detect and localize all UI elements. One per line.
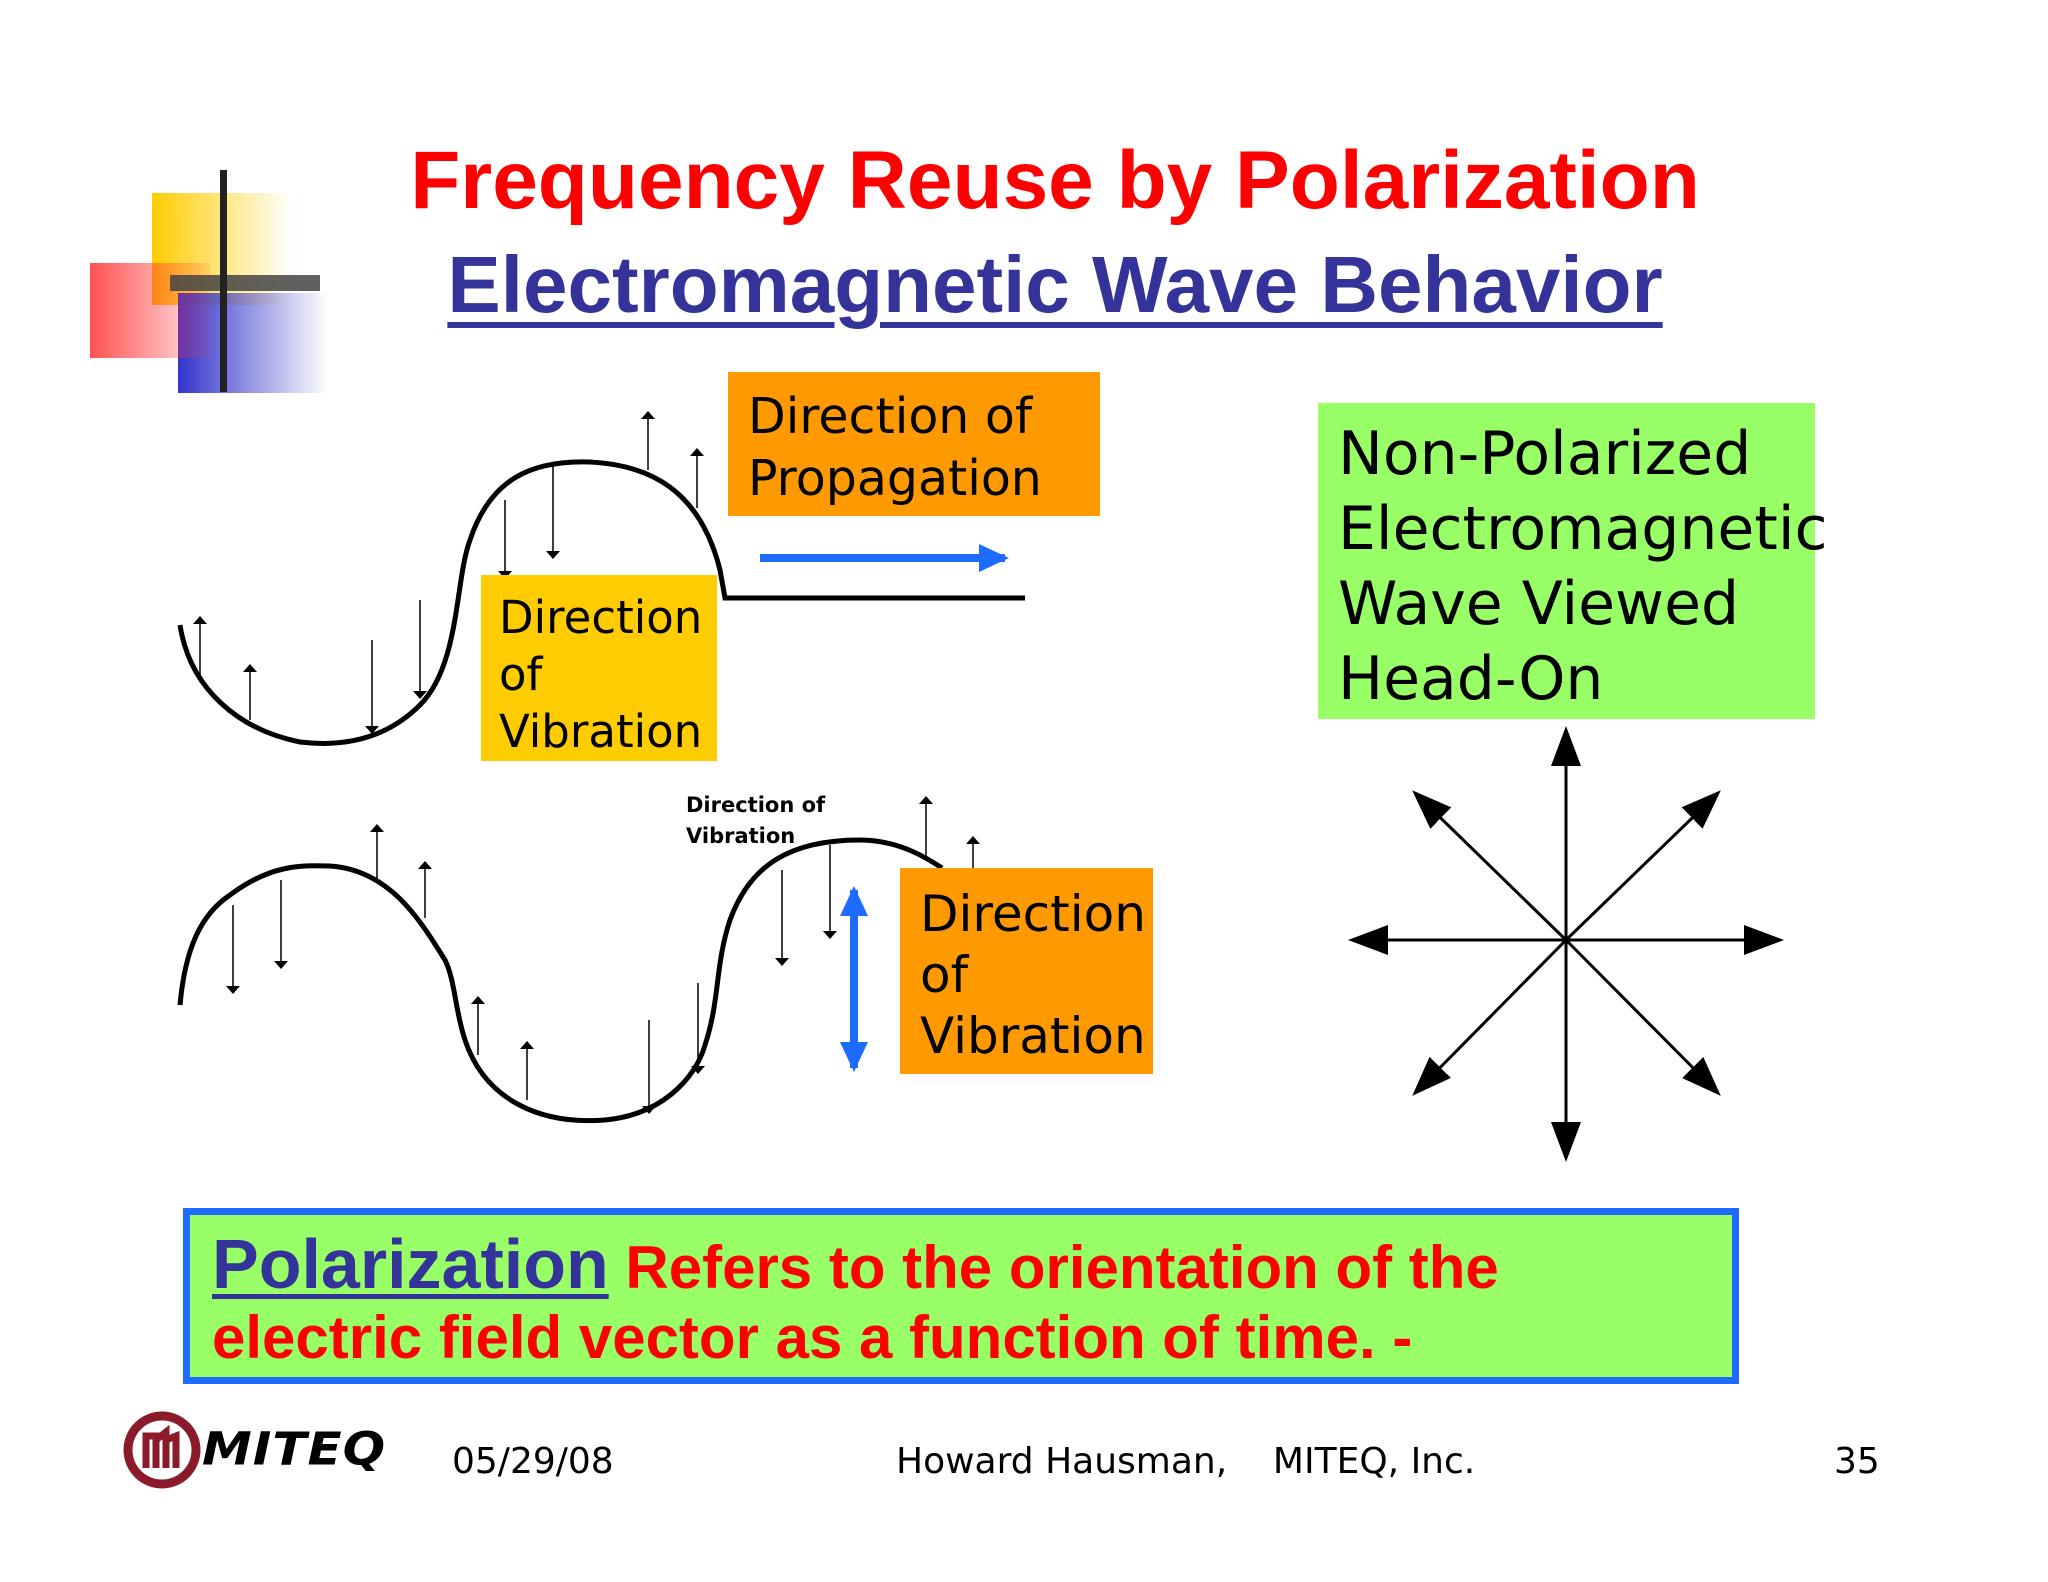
bottom-wave-curve (177, 837, 944, 1124)
definition-term: Polarization (212, 1225, 609, 1303)
miteq-logo-icon (123, 1411, 201, 1489)
definition-text-block: Polarization Refers to the orientation o… (212, 1229, 1712, 1373)
page-number: 35 (1834, 1441, 1880, 1482)
vibration-label-bottom: Direction of Vibration (920, 885, 1146, 1065)
top-wave-curve (177, 459, 1025, 746)
definition-text: Refers to the orientation of the electri… (212, 1234, 1499, 1371)
slide-subtitle: Electromagnetic Wave Behavior (447, 240, 1663, 329)
vibration-label-top: Direction of Vibration (499, 591, 703, 758)
slide-title: Frequency Reuse by Polarization (410, 135, 1700, 226)
vibration-label-small: Direction of Vibration (686, 793, 826, 848)
propagation-label-box: Direction of Propagation (728, 372, 1100, 516)
footer-date: 05/29/08 (452, 1441, 614, 1482)
non-polarized-label: Non-Polarized Electromagnetic Wave Viewe… (1338, 419, 1828, 714)
non-polarized-vectors (1348, 726, 1784, 1162)
definition-box: Polarization Refers to the orientation o… (183, 1208, 1739, 1384)
top-wave-vectors (193, 411, 704, 734)
corner-ornament (90, 170, 328, 393)
propagation-label: Direction of Propagation (748, 388, 1042, 507)
footer-author: Howard Hausman, MITEQ, Inc. (896, 1441, 1476, 1482)
bottom-wave-vectors (226, 796, 980, 1114)
miteq-logo-text: MITEQ (202, 1422, 387, 1476)
vibration-label-box-bottom: Direction of Vibration (900, 868, 1153, 1074)
vibration-label-box-top: Direction of Vibration (481, 575, 717, 761)
non-polarized-label-box: Non-Polarized Electromagnetic Wave Viewe… (1318, 403, 1828, 719)
